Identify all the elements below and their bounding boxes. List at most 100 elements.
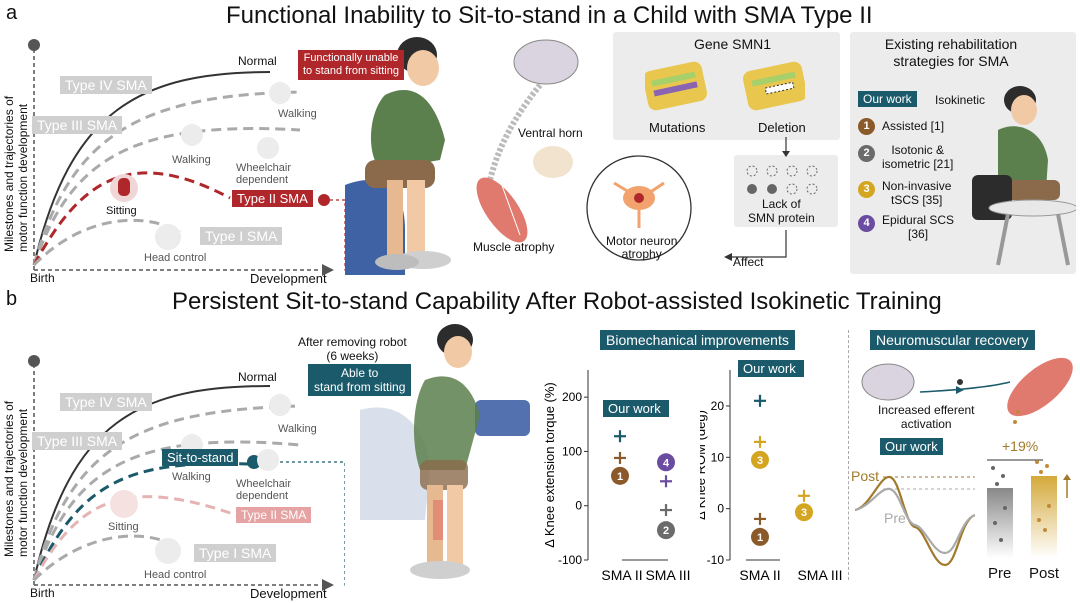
y-tick-label: -10 [707, 553, 725, 567]
biomech-title: Biomechanical improvements [600, 330, 795, 350]
x-category-label: SMA II [739, 567, 780, 583]
panel-b-letter: b [6, 288, 18, 310]
data-point-plus [754, 435, 766, 448]
strategy-label-4: Epidural SCS[36] [882, 213, 955, 241]
normal-label-a: Normal [238, 54, 277, 68]
data-point-plus [754, 512, 766, 525]
our-work-badge-text: Our work [743, 361, 796, 376]
data-point-circle [751, 450, 769, 469]
isokinetic-label: Isokinetic [935, 93, 986, 107]
brain-muscle-illustration [861, 357, 1073, 424]
motor-neuron-circle [586, 155, 692, 261]
ventral-horn-label: Ventral horn [518, 126, 583, 140]
x-start-b: Birth [30, 586, 55, 600]
type-iii-label-a: Type III SMA [32, 116, 123, 134]
affect-label: Affect [733, 255, 764, 269]
y-tick-label: 100 [562, 444, 582, 458]
data-point-circle [795, 503, 813, 522]
y-tick-label: 0 [575, 499, 582, 513]
walking-label-a2: Walking [172, 154, 211, 166]
our-work-badge-neuro: Our work [880, 438, 943, 455]
pre-post-bars [987, 459, 1071, 558]
sitting-label-b: Sitting [108, 521, 139, 533]
y-tick-label: 0 [717, 502, 724, 516]
neuro-pathway-illustration [476, 39, 579, 243]
strategy-number-4: 4 [858, 215, 875, 232]
pre-curve-label: Pre [884, 510, 906, 526]
our-work-badge [603, 400, 669, 417]
mutations-label: Mutations [649, 120, 706, 135]
x-end-b: Development [250, 586, 327, 601]
panel-a-letter: a [6, 2, 18, 24]
pathway-arrows [724, 137, 790, 261]
percent-label: +19% [1002, 438, 1039, 454]
strategy-number-1: 1 [858, 118, 875, 135]
data-point-circle [657, 521, 675, 540]
data-point-plus [614, 430, 626, 443]
bar-post-label: Post [1029, 565, 1060, 582]
dna-icons [645, 61, 805, 111]
strategy-label-1: Assisted [1] [882, 119, 945, 133]
panel-b-title: Persistent Sit-to-stand Capability After… [172, 288, 942, 315]
x-start-a: Birth [30, 271, 55, 285]
after-removing-label: After removing robot(6 weeks) [298, 335, 407, 363]
data-point-label: 3 [801, 507, 807, 519]
sit-to-stand-label: Sit-to-stand [162, 449, 239, 466]
y-axis-label: Δ Knee extension torque (%) [542, 382, 557, 548]
torque-chart: -100 0 100 200 Δ Knee extension torque (%) SM… [542, 370, 691, 583]
child-robot-illustration [972, 86, 1076, 266]
data-point-label: 2 [663, 525, 669, 537]
deletion-label: Deletion [758, 120, 806, 135]
type-i-label-b: Type I SMA [194, 544, 277, 562]
post-curve-label: Post [851, 468, 880, 484]
type-ii-label-b: Type II SMA [236, 507, 312, 523]
y-tick-label: 20 [711, 399, 725, 413]
x-category-label: SMA II [601, 567, 642, 583]
smn-protein-dots [746, 165, 818, 195]
data-point-plus [660, 504, 672, 517]
data-point-label: 4 [663, 457, 670, 469]
our-work-badge-a: Our work [858, 91, 917, 107]
data-point-circle [657, 453, 675, 472]
type-i-label-a: Type I SMA [200, 227, 283, 245]
x-category-label: SMA III [797, 567, 842, 583]
panel-a-title: Functional Inability to Sit-to-stand in … [226, 2, 873, 29]
child-sitting-illustration [345, 37, 451, 275]
strategy-label-2: Isotonic &isometric [21] [882, 143, 954, 171]
y-axis-label: Δ Knee ROM (deg) [700, 410, 708, 520]
development-plot-a [28, 39, 345, 276]
our-work-badge [738, 360, 804, 377]
y-tick-label: -100 [558, 553, 582, 567]
walking-label-b1: Walking [278, 423, 317, 435]
walking-label-b2: Walking [172, 471, 211, 483]
strategy-number-3: 3 [858, 181, 875, 198]
rom-chart: -10 0 10 20Δ Knee ROM (deg) SMA II SMA III Our… [700, 360, 843, 583]
y-tick-label: 200 [562, 390, 582, 404]
data-point-plus [798, 489, 810, 502]
sitting-label-a: Sitting [106, 205, 137, 217]
strategy-number-2: 2 [858, 145, 875, 162]
y-tick-label: 10 [711, 450, 725, 464]
type-iv-label-b: Type IV SMA [60, 393, 152, 411]
emg-waveform [855, 475, 975, 567]
type-iii-label-b: Type III SMA [32, 432, 123, 450]
type-iv-label-a: Type IV SMA [60, 76, 152, 94]
x-category-label: SMA III [645, 567, 690, 583]
x-end-a: Development [250, 271, 327, 286]
bar-pre-label: Pre [988, 565, 1012, 582]
head-control-label-a: Head control [144, 252, 207, 264]
data-point-circle [611, 466, 629, 485]
head-control-label-b: Head control [144, 569, 207, 581]
data-point-label: 1 [617, 471, 623, 483]
